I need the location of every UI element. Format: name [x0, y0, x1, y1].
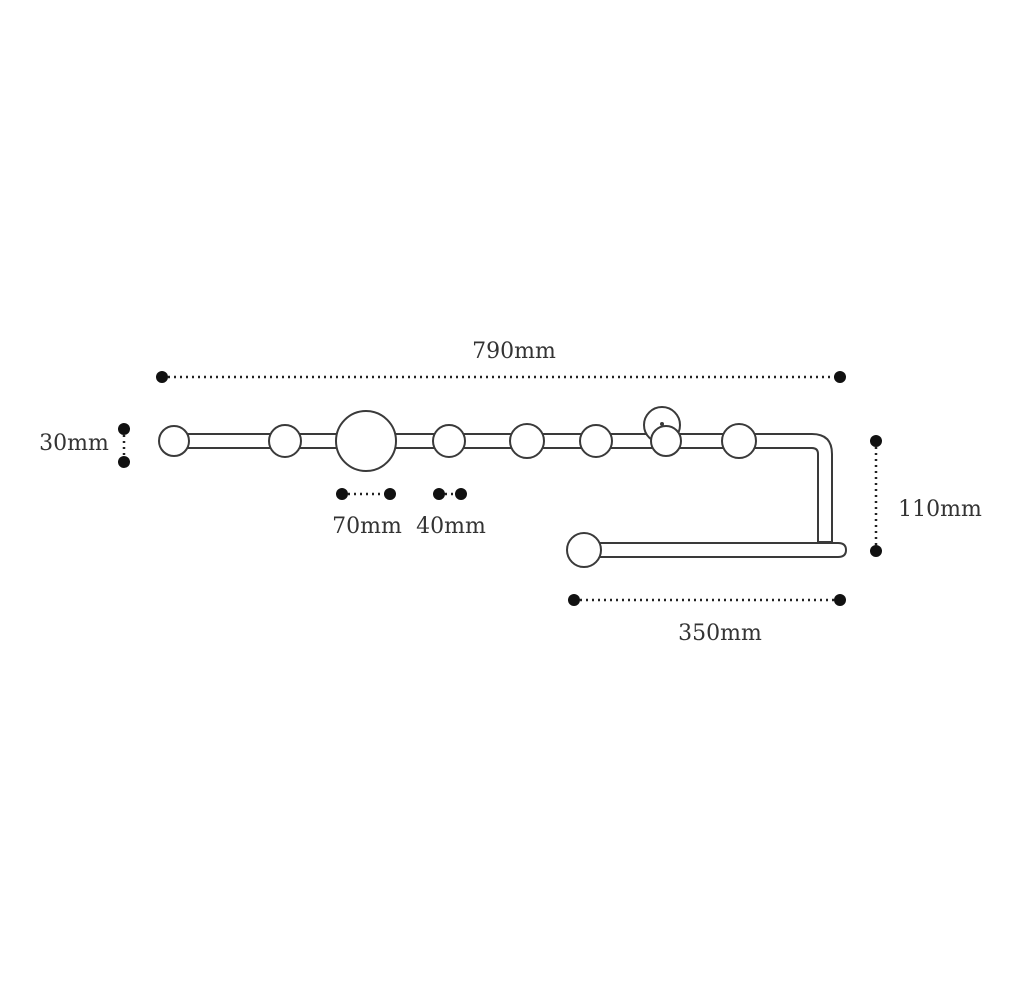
label-large-ball: 70mm	[332, 514, 402, 539]
hook-pin-dot	[660, 422, 664, 426]
lower-bar	[581, 542, 848, 558]
ball-small	[432, 424, 466, 458]
dimension-dot	[384, 488, 396, 500]
dimension-dot	[455, 488, 467, 500]
coat-rack-outline	[158, 406, 848, 568]
ball-large	[335, 410, 397, 472]
label-small-ball: 40mm	[416, 514, 486, 539]
end-ball-lower	[566, 532, 602, 568]
dimension-dot	[118, 456, 130, 468]
dimension-dot	[336, 488, 348, 500]
ball-2	[509, 423, 545, 459]
dimension-drop: 110mm	[870, 435, 982, 557]
dimension-dot	[156, 371, 168, 383]
dimension-dot	[433, 488, 445, 500]
dimension-height: 30mm	[39, 423, 130, 468]
ball-1	[268, 424, 302, 458]
dimension-large-ball: 70mm	[332, 488, 402, 539]
ball-5	[721, 423, 757, 459]
dimension-dot	[870, 435, 882, 447]
dimension-total-length: 790mm	[156, 339, 846, 383]
label-lower-bar: 350mm	[678, 621, 762, 646]
ball-3	[579, 424, 613, 458]
dimension-lower-bar: 350mm	[568, 594, 846, 646]
ball-4	[650, 425, 682, 457]
dimension-dot	[118, 423, 130, 435]
dimension-dot	[568, 594, 580, 606]
dimension-dot	[834, 594, 846, 606]
label-total-length: 790mm	[472, 339, 556, 364]
dimension-small-ball: 40mm	[416, 488, 486, 539]
dimension-dot	[870, 545, 882, 557]
label-height: 30mm	[39, 431, 109, 456]
dimension-dot	[834, 371, 846, 383]
end-ball-left	[158, 425, 190, 457]
label-drop: 110mm	[898, 497, 982, 522]
